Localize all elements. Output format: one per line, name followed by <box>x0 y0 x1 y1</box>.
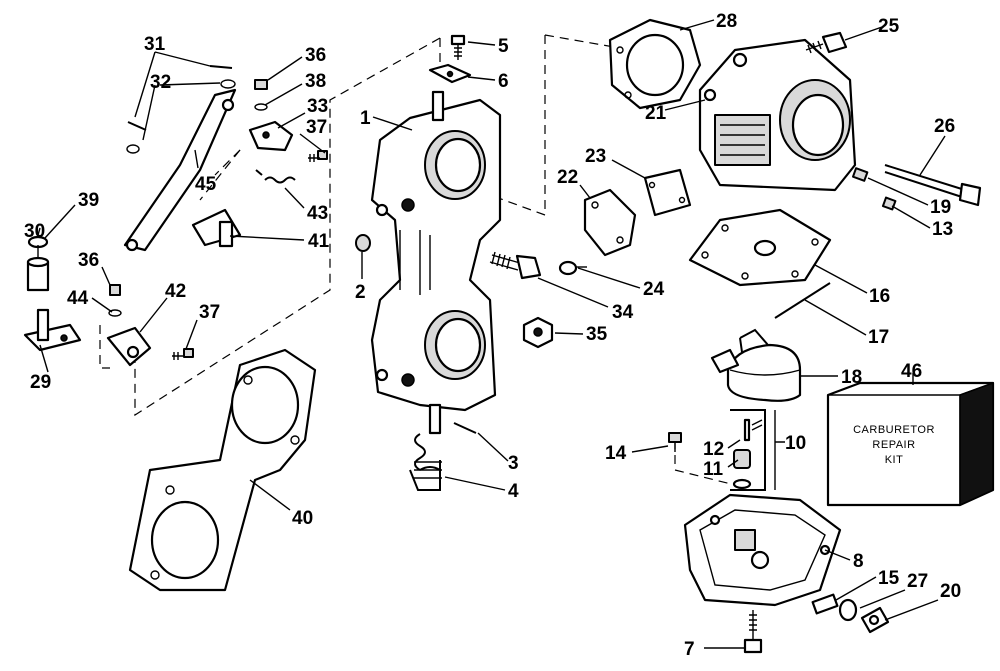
pin-part <box>453 422 477 434</box>
spring-part <box>409 433 442 491</box>
callout-37-lower: 37 <box>199 302 220 323</box>
callout-32: 32 <box>150 72 171 93</box>
callout-43: 43 <box>307 203 328 224</box>
callout-40: 40 <box>292 508 313 529</box>
cover-gasket <box>643 168 692 217</box>
callout-1: 1 <box>360 108 371 129</box>
callout-6: 6 <box>498 71 509 92</box>
throttle-lever <box>191 208 242 248</box>
callout-19: 19 <box>930 197 951 218</box>
fittings <box>811 593 890 634</box>
float-pin <box>774 282 831 319</box>
callout-16: 16 <box>869 286 890 307</box>
callout-23: 23 <box>585 146 606 167</box>
bracket-dashed <box>99 149 241 369</box>
callout-41: 41 <box>308 231 330 252</box>
callout-33: 33 <box>307 96 328 117</box>
link-springs-and-screws <box>172 150 328 360</box>
callout-24: 24 <box>643 279 665 300</box>
small-plugs <box>851 167 897 211</box>
callout-18: 18 <box>841 367 862 388</box>
callout-29: 29 <box>30 372 51 393</box>
float <box>710 328 802 402</box>
assembly-dashed-outline <box>134 34 736 486</box>
callout-34: 34 <box>612 302 634 323</box>
cover-plate <box>583 188 637 257</box>
callout-31: 31 <box>144 34 166 55</box>
callout-28: 28 <box>716 11 737 32</box>
callout-8: 8 <box>853 551 864 572</box>
callout-5: 5 <box>498 36 509 57</box>
kit-label-line-3: KIT <box>885 454 904 466</box>
carburetor-repair-kit: CARBURETOR REPAIR KIT <box>826 381 995 507</box>
callout-12: 12 <box>703 439 724 460</box>
needle-valve-group <box>730 409 766 491</box>
housing-bolt <box>805 31 848 54</box>
callout-38: 38 <box>305 71 326 92</box>
callout-3: 3 <box>508 453 519 474</box>
carburetor-body <box>370 90 502 435</box>
callout-46: 46 <box>901 361 922 382</box>
float-bowl <box>683 493 842 607</box>
callout-35: 35 <box>586 324 608 345</box>
callout-42: 42 <box>165 281 186 302</box>
mounting-bolt-and-nut <box>489 251 554 349</box>
callout-27: 27 <box>907 571 928 592</box>
cam-plate <box>106 326 152 367</box>
plug-part <box>355 234 371 252</box>
long-bolt <box>884 164 982 207</box>
screw-and-plate <box>428 34 472 84</box>
cam-follower <box>248 79 294 152</box>
callout-37-upper: 37 <box>306 117 327 138</box>
callout-13: 13 <box>932 219 953 240</box>
kit-label-line-2: REPAIR <box>872 439 915 451</box>
callout-22: 22 <box>557 167 578 188</box>
callout-14: 14 <box>605 443 627 464</box>
cover-screw <box>558 260 587 276</box>
callout-44: 44 <box>67 288 89 309</box>
kit-label-line-1: CARBURETOR <box>853 424 935 436</box>
callout-26: 26 <box>934 116 955 137</box>
callout-25: 25 <box>878 16 900 37</box>
callout-45: 45 <box>195 174 217 195</box>
drain-screw <box>743 610 763 654</box>
throttle-link-arm <box>123 88 237 252</box>
callout-36-lower: 36 <box>78 250 99 271</box>
callout-11: 11 <box>703 459 724 480</box>
choke-lever <box>23 308 82 352</box>
callout-20: 20 <box>940 581 961 602</box>
callout-15: 15 <box>878 568 900 589</box>
callout-39: 39 <box>78 190 99 211</box>
leader-lines <box>37 19 946 649</box>
callout-7: 7 <box>684 639 695 660</box>
callout-36-upper: 36 <box>305 45 326 66</box>
callout-numbers: 1 2 3 4 5 6 7 8 10 11 12 13 14 15 16 17 … <box>24 11 961 660</box>
small-pins <box>126 65 236 154</box>
intake-gasket <box>128 348 317 592</box>
air-intake-housing <box>698 38 857 192</box>
housing-gasket <box>608 18 702 110</box>
bowl-gasket <box>688 208 832 287</box>
callout-4: 4 <box>508 481 519 502</box>
callout-17: 17 <box>868 327 889 348</box>
bowl-screw <box>668 432 682 452</box>
callout-30: 30 <box>24 221 45 242</box>
callout-10: 10 <box>785 433 806 454</box>
callout-2: 2 <box>355 282 366 303</box>
callout-21: 21 <box>645 103 667 124</box>
